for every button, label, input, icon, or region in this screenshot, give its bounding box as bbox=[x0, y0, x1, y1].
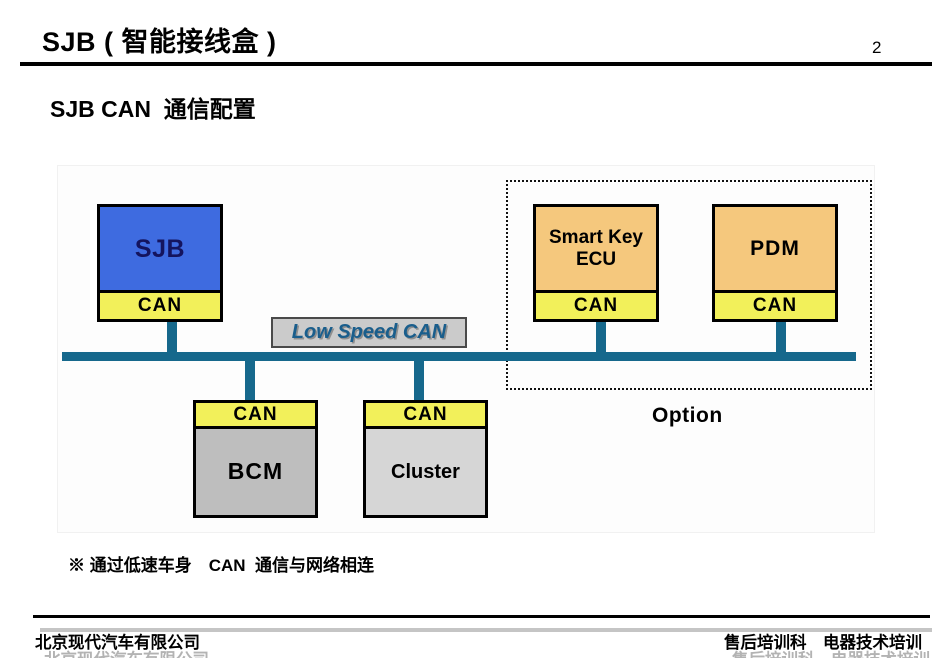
connector-sjb bbox=[167, 320, 177, 353]
connector-cluster bbox=[414, 360, 424, 401]
node-smart-key-ecu-label: Smart Key ECU bbox=[536, 207, 656, 290]
node-pdm-label: PDM bbox=[715, 207, 835, 290]
node-cluster: Cluster CAN bbox=[363, 400, 488, 518]
node-bcm-label: BCM bbox=[196, 429, 315, 515]
node-sjb: SJB CAN bbox=[97, 204, 223, 322]
footer-company-shadow: 北京现代汽车有限公司 bbox=[44, 646, 209, 658]
page-number: 2 bbox=[872, 38, 882, 57]
node-pdm: PDM CAN bbox=[712, 204, 838, 322]
node-smart-key-ecu: Smart Key ECU CAN bbox=[533, 204, 659, 322]
footnote: ※ 通过低速车身 CAN 通信与网络相连 bbox=[68, 556, 374, 575]
footer-company: 北京现代汽车有限公司 bbox=[35, 634, 200, 652]
connector-smart-key-ecu bbox=[596, 320, 606, 353]
slide-subtitle: SJB CAN 通信配置 bbox=[50, 96, 256, 122]
node-bcm-can-port: CAN bbox=[196, 403, 315, 429]
page-title: SJB ( 智能接线盒 ) bbox=[42, 27, 277, 57]
connector-bcm bbox=[245, 360, 255, 401]
footer-department-shadow: 售后培训科 电器技术培训 bbox=[732, 646, 930, 658]
node-sjb-label: SJB bbox=[100, 207, 220, 290]
node-smart-key-ecu-can-port: CAN bbox=[536, 290, 656, 319]
node-sjb-can-port: CAN bbox=[100, 290, 220, 319]
node-bcm: BCM CAN bbox=[193, 400, 318, 518]
connector-pdm bbox=[776, 320, 786, 353]
footer-department: 售后培训科 电器技术培训 bbox=[724, 634, 922, 652]
footer-divider-black bbox=[33, 615, 930, 618]
can-bus-line bbox=[62, 352, 856, 361]
node-cluster-can-port: CAN bbox=[366, 403, 485, 429]
node-pdm-can-port: CAN bbox=[715, 290, 835, 319]
footer-divider-gray bbox=[40, 628, 932, 632]
title-divider bbox=[20, 62, 932, 66]
option-group-outline bbox=[506, 180, 872, 390]
option-label: Option bbox=[652, 404, 723, 427]
bus-label: Low Speed CAN bbox=[271, 317, 467, 348]
node-cluster-label: Cluster bbox=[366, 429, 485, 515]
